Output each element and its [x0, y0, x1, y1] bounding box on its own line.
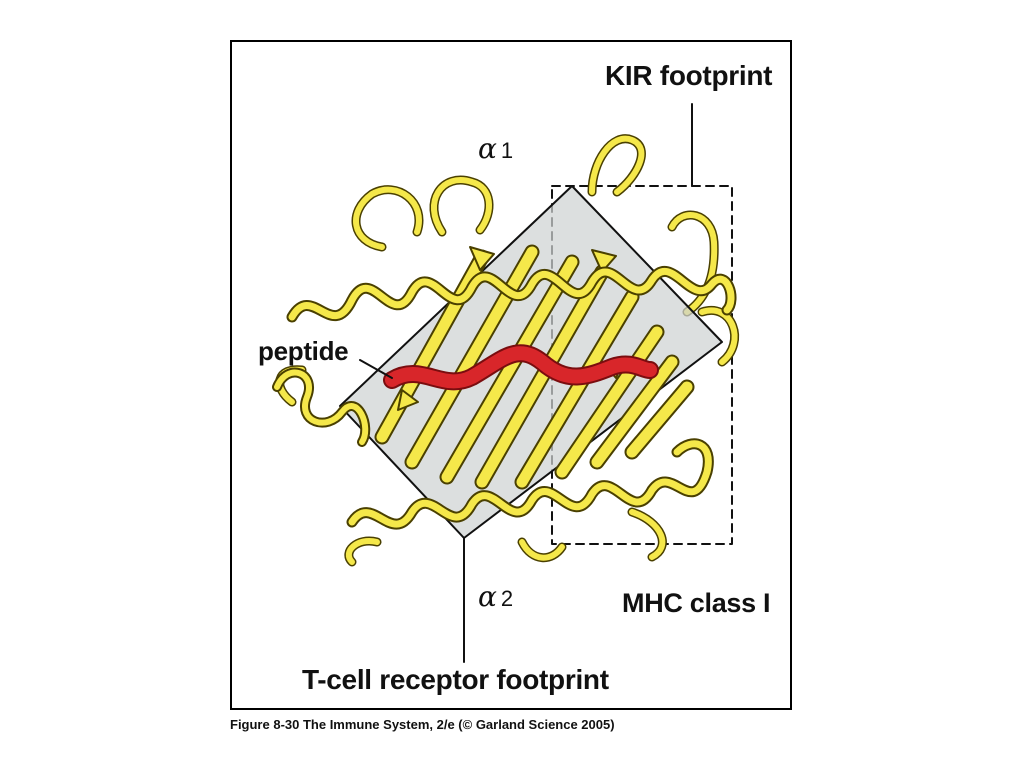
mhc-ribbon-diagram [272, 103, 740, 663]
alpha2-helix [272, 367, 714, 530]
mhc-class-label: MHC class I [622, 588, 771, 618]
peptide-leader-line [359, 359, 393, 379]
beta-sheet-strands [374, 244, 695, 490]
peptide-label: peptide [258, 336, 349, 366]
alpha1-subscript: 1 [500, 138, 514, 163]
alpha2-symbol: α [478, 580, 497, 613]
kir-footprint-label: KIR footprint [605, 60, 773, 91]
ribbon-loops-fill [276, 135, 738, 565]
figure-caption: Figure 8-30 The Immune System, 2/e (© Ga… [230, 717, 615, 732]
alpha2-subscript: 2 [500, 586, 514, 611]
peptide-chain-fill [385, 346, 657, 389]
alpha1-symbol: α [478, 132, 497, 165]
tcr-footprint-label: T-cell receptor footprint [302, 664, 609, 695]
alpha1-helix [286, 266, 737, 323]
